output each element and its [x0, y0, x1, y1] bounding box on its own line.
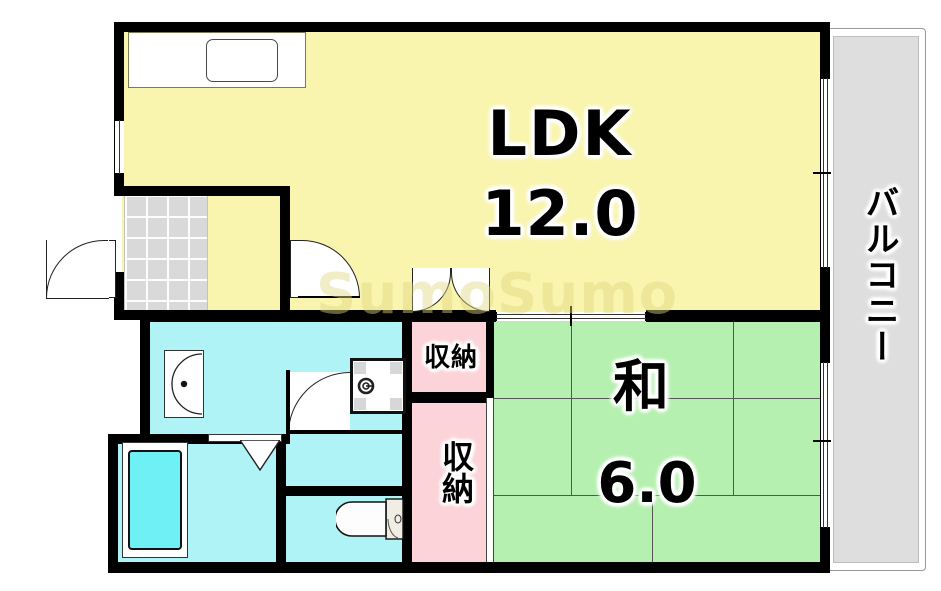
tatami-line [494, 398, 733, 399]
balcony-sliding-door-washitsu[interactable] [821, 362, 830, 528]
storage-upper-label: 収納 [423, 343, 478, 373]
toilet-floor [284, 434, 406, 562]
wall-storage-right-lower [486, 398, 494, 562]
balcony-floor [833, 36, 919, 563]
wall-mid-horizontal [140, 310, 408, 322]
wall-mid-horizontal-2 [408, 310, 496, 322]
ldk-door-floorline [298, 296, 360, 298]
tatami-line [571, 320, 572, 496]
washbasin-bowl-icon [171, 353, 203, 415]
wall-toilet-left [276, 434, 286, 572]
wall-top [114, 22, 830, 32]
washitsu-area-label: 6.0 [597, 451, 697, 516]
entrance-tile-floor [124, 194, 208, 318]
wall-bottom [108, 562, 830, 573]
wall-toilet-top [276, 486, 408, 496]
wa-slider-mullion-a [823, 362, 824, 528]
tatami-line [494, 495, 820, 496]
balcony-label: バルコニー [859, 185, 899, 365]
wall-left-upper2 [114, 272, 124, 320]
wa-slider-mullion-b [827, 362, 828, 528]
ldk-label: LDK [487, 97, 633, 170]
closet-lower-floor [412, 402, 490, 562]
closet-upper-floor [412, 322, 490, 394]
wall-storage-right [486, 320, 494, 398]
kitchen-sink [206, 39, 278, 82]
fusuma-center-mark [570, 306, 572, 326]
wall-storage-left [402, 320, 412, 572]
washing-machine-pan-icon [350, 358, 406, 414]
ldk-window-left-mullion [119, 120, 120, 174]
wall-mid-horizontal-3 [646, 310, 830, 322]
wa-slider-center-mark [813, 440, 831, 442]
storage-lower-label: 収納 [437, 440, 475, 504]
ldk-area-label: 12.0 [481, 177, 639, 250]
washroom-door-threshold [288, 430, 408, 434]
wall-storage-split [406, 392, 490, 403]
wall-left-upper [114, 22, 124, 196]
wall-bath-top [108, 434, 290, 444]
bathtub-basin [128, 450, 182, 550]
tatami-line [652, 495, 653, 562]
washitsu-floor [492, 316, 822, 562]
wall-entrance-right [280, 186, 290, 320]
wall-washroom-left [140, 320, 150, 438]
watermark: SumoSumo [316, 262, 679, 327]
ldk-slider-center-mark [813, 172, 831, 174]
tatami-line [733, 398, 821, 399]
toilet-icon [336, 498, 404, 540]
washitsu-label: 和 [613, 355, 669, 420]
bathroom-door-fold-icon [240, 440, 280, 472]
wall-left-lower [108, 434, 118, 572]
wall-entrance-top [114, 186, 290, 196]
washroom-door-jamb-top [286, 370, 290, 434]
tatami-line [733, 320, 734, 496]
